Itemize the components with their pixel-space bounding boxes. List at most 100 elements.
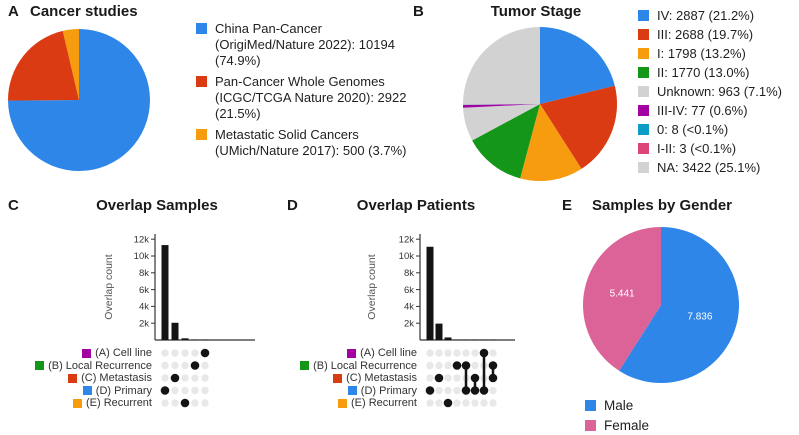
matrix-dot-member: [425, 386, 435, 395]
legend-label: Female: [604, 417, 650, 433]
legend-label-line: China Pan-Cancer: [215, 21, 322, 36]
matrix-dot-empty: [489, 349, 497, 357]
legend-swatch: [638, 124, 649, 135]
set-label: (E) Recurrent: [85, 397, 152, 409]
legend-item: Unknown: 963 (7.1%): [638, 82, 782, 101]
matrix-dot-empty: [171, 399, 179, 407]
set-swatch: [347, 386, 357, 395]
matrix-dot-member: [434, 373, 444, 383]
matrix-dot-empty: [191, 399, 199, 407]
legend-label: Metastatic Solid Cancers(UMich/Nature 20…: [215, 127, 406, 159]
legend-label: III-IV: 77 (0.6%): [657, 103, 748, 118]
matrix-dot-empty: [426, 374, 434, 382]
pie-slice-China Pan-Cancer (OrigiMed/Nature 2022): [8, 29, 150, 171]
legend-label: I-II: 3 (<0.1%): [657, 141, 737, 156]
legend-label: IV: 2887 (21.2%): [657, 8, 755, 23]
legend-label: III: 2688 (19.7%): [657, 27, 754, 42]
matrix-dot-member: [443, 398, 453, 408]
upset-set-label: (B) Local Recurrence: [275, 359, 417, 372]
legend-label: Unknown: 963 (7.1%): [657, 84, 783, 99]
pie-inner-label: 5.441: [610, 289, 635, 300]
legend-item: II: 1770 (13.0%): [638, 63, 782, 82]
matrix-dot-member: [470, 386, 480, 395]
cancer-studies-legend: China Pan-Cancer(OrigiMed/Nature 2022): …: [196, 21, 406, 164]
matrix-dot-empty: [462, 399, 470, 407]
matrix-dot-member: [479, 348, 489, 358]
y-tick-label: 6k: [139, 285, 149, 296]
matrix-dot-empty: [444, 386, 452, 395]
set-swatch: [337, 398, 347, 408]
matrix-dot-member: [180, 398, 190, 408]
pie-slice-III: [540, 85, 618, 169]
upset-set-label: (D) Primary: [0, 384, 152, 397]
y-tick-label: 8k: [404, 268, 414, 279]
panel-a-title: Cancer studies: [30, 3, 138, 20]
legend-swatch: [638, 105, 649, 116]
set-label: (A) Cell line: [360, 347, 417, 359]
legend-item: III-IV: 77 (0.6%): [638, 101, 782, 120]
matrix-dot-empty: [435, 386, 443, 395]
legend-label-line: (UMich/Nature 2017): 500 (3.7%): [215, 143, 407, 158]
pie-slice-I: [520, 104, 582, 182]
matrix-dot-empty: [453, 349, 461, 357]
matrix-dot-empty: [435, 349, 443, 357]
legend-swatch: [638, 143, 649, 154]
legend-label-line: (21.5%): [215, 106, 261, 121]
matrix-dot-empty: [426, 399, 434, 407]
matrix-dot-empty: [480, 399, 488, 407]
matrix-dot-empty: [201, 374, 209, 382]
matrix-dot-empty: [471, 349, 479, 357]
matrix-dot-empty: [489, 386, 497, 395]
upset-bar: [444, 337, 452, 340]
legend-swatch: [638, 29, 649, 40]
matrix-dot-empty: [191, 349, 199, 357]
pie-slice-IV: [540, 27, 615, 104]
upset-set-label: (E) Recurrent: [275, 397, 417, 410]
matrix-dot-member: [170, 373, 180, 383]
matrix-dot-empty: [426, 349, 434, 357]
legend-label: Male: [604, 398, 634, 414]
matrix-dot-empty: [435, 399, 443, 407]
pie-slice-Metastatic Solid Cancers (UMich/Nature 2017): [62, 29, 79, 100]
set-label: (D) Primary: [95, 384, 152, 397]
matrix-dot-empty: [181, 361, 189, 370]
legend-label: 0: 8 (<0.1%): [657, 122, 729, 137]
legend-item: 0: 8 (<0.1%): [638, 120, 782, 139]
y-tick-label: 12k: [134, 234, 150, 245]
set-label: (E) Recurrent: [350, 397, 417, 409]
legend-swatch: [638, 86, 649, 97]
panel-d-title: Overlap Patients: [356, 197, 476, 214]
legend-item: Pan-Cancer Whole Genomes(ICGC/TCGA Natur…: [196, 74, 406, 122]
upset-bar: [181, 338, 189, 340]
y-tick-label: 6k: [404, 285, 414, 296]
pie-slice-0: [463, 104, 540, 106]
upset-set-label: (A) Cell line: [0, 347, 152, 360]
set-swatch: [72, 398, 82, 408]
panel-b-tag: B: [413, 3, 424, 20]
legend-item: I-II: 3 (<0.1%): [638, 139, 782, 158]
pie-inner-label: 7.836: [687, 311, 712, 322]
upset-set-label: (C) Metastasis: [275, 372, 417, 385]
matrix-dot-empty: [453, 386, 461, 395]
set-label: (B) Local Recurrence: [48, 359, 152, 372]
pie-slice-Pan-Cancer Whole Genomes (ICGC/TCGA Nature 2020): [7, 30, 79, 101]
set-label: (C) Metastasis: [81, 372, 152, 384]
y-tick-label: 4k: [139, 302, 149, 313]
matrix-dot-empty: [171, 349, 179, 357]
matrix-dot-empty: [171, 361, 179, 370]
matrix-dot-empty: [201, 361, 209, 370]
matrix-dot-empty: [161, 399, 169, 407]
legend-item: Metastatic Solid Cancers(UMich/Nature 20…: [196, 127, 406, 159]
matrix-dot-empty: [201, 399, 209, 407]
pie-slice-Female: [583, 227, 661, 371]
matrix-dot-empty: [426, 361, 434, 370]
matrix-dot-empty: [462, 349, 470, 357]
matrix-dot-member: [190, 361, 200, 370]
legend-label-line: (74.9%): [215, 53, 261, 68]
legend-swatch: [196, 23, 207, 34]
